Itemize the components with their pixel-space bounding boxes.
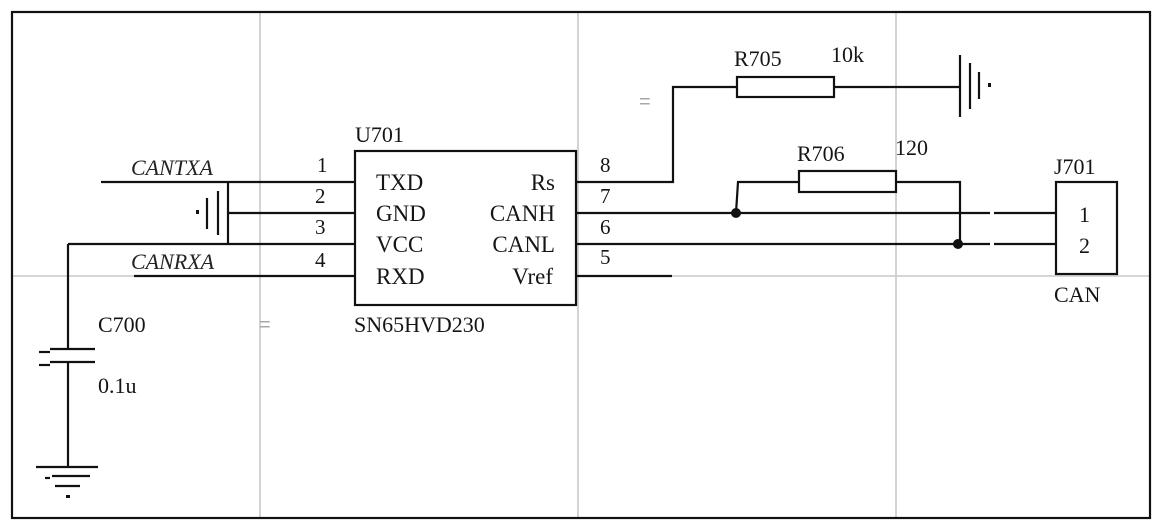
connector-body (1054, 180, 1119, 276)
connector-pin: 2 (1079, 233, 1090, 258)
junction-dot (953, 239, 963, 249)
connector-j701[interactable]: J701 1 2 CAN (1054, 154, 1119, 307)
junction-dot (731, 208, 741, 218)
pin-number: 8 (600, 153, 611, 177)
resistor-r706[interactable]: R706 120 (797, 135, 928, 194)
resistor-body (797, 169, 898, 194)
sheet-frame (10, 10, 1152, 520)
chip-ref: U701 (355, 122, 404, 147)
ground-icon (958, 55, 991, 117)
pin-number: 2 (315, 184, 326, 208)
capacitor-c700[interactable]: C700 0.1u (39, 312, 146, 398)
pin-number: 5 (600, 245, 611, 269)
power-marker: = (259, 314, 271, 336)
pin-name-gnd: GND (376, 201, 426, 226)
pin-name-rs: Rs (531, 170, 555, 195)
resistor-r705[interactable]: R705 10k (734, 42, 864, 99)
chip-part: SN65HVD230 (354, 312, 485, 337)
wire-rs (576, 85, 737, 184)
pin-name-txd: TXD (376, 170, 423, 195)
resistor-value: 10k (831, 42, 864, 67)
power-marker: = (639, 91, 651, 113)
wire-r706-right (896, 180, 962, 244)
chip-u701[interactable]: U701 SN65HVD230 1 2 3 4 TXD GND VCC RXD … (315, 122, 611, 337)
pin-name-rxd: RXD (376, 264, 425, 289)
net-label-canrxa: CANRXA (131, 249, 215, 274)
ground-icon (36, 465, 98, 498)
pin-number: 7 (600, 184, 611, 208)
resistor-value: 120 (895, 135, 928, 160)
pin-number: 6 (600, 215, 611, 239)
pin-number: 1 (317, 153, 328, 177)
resistor-ref: R706 (797, 141, 845, 166)
wire-r706-left (734, 180, 799, 214)
pin-name-vref: Vref (512, 264, 553, 289)
capacitor-value: 0.1u (98, 373, 137, 398)
ground-icon (196, 191, 220, 235)
connector-pin: 1 (1079, 202, 1090, 227)
pin-name-canl: CANL (492, 232, 555, 257)
pin-number: 3 (315, 215, 326, 239)
right-wiring (576, 85, 1056, 278)
chip-body (353, 149, 578, 307)
pin-name-canh: CANH (490, 201, 555, 226)
capacitor-ref: C700 (98, 312, 146, 337)
net-label-cantxa: CANTXA (131, 155, 213, 180)
left-wiring (66, 180, 355, 467)
connector-ref: J701 (1054, 154, 1096, 179)
resistor-body (735, 75, 836, 99)
pin-name-vcc: VCC (376, 232, 423, 257)
resistor-ref: R705 (734, 46, 782, 71)
connector-name: CAN (1054, 282, 1101, 307)
pin-number: 4 (315, 248, 326, 272)
